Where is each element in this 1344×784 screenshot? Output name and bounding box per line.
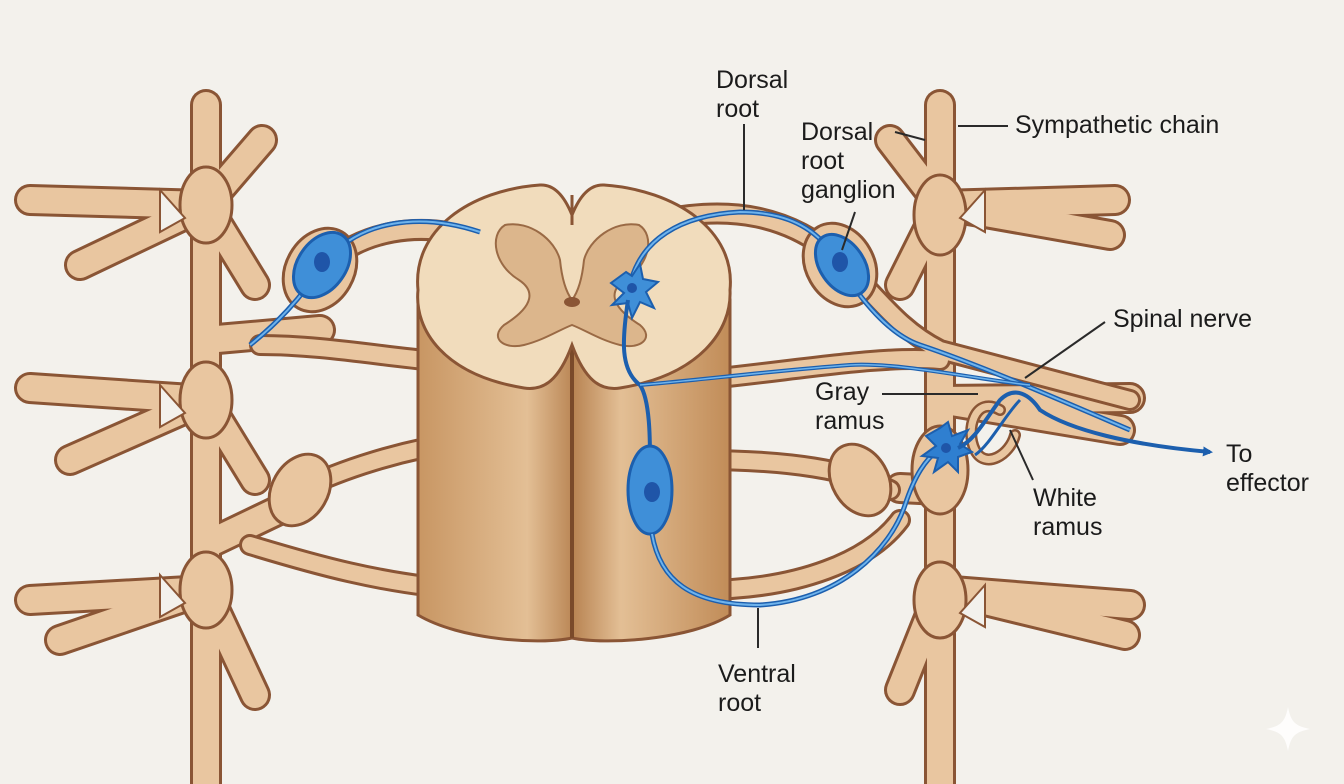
label-drg-line2: root: [801, 147, 845, 175]
label-to-effector-line1: To: [1226, 440, 1253, 468]
sensory-neuron-right: [627, 209, 1131, 433]
label-gray-ramus: Gray ramus: [815, 378, 884, 436]
leader-spinal-nerve: [1024, 321, 1106, 379]
label-ventral-root-line1: Ventral: [718, 660, 796, 688]
leader-lines: [743, 124, 1106, 648]
spinal-cord: [416, 183, 732, 643]
ganglion-neuron: [919, 390, 1213, 475]
label-to-effector: To effector: [1226, 440, 1309, 498]
leader-dorsal-root-ganglion-top: [894, 131, 926, 141]
label-sympathetic-chain: Sympathetic chain: [1015, 111, 1219, 140]
label-drg-line3: ganglion: [801, 176, 896, 204]
label-white-ramus: White ramus: [1033, 484, 1102, 542]
label-to-effector-line2: effector: [1226, 469, 1309, 497]
label-dorsal-root-ganglion: Dorsal root ganglion: [801, 118, 896, 205]
label-gray-ramus-line1: Gray: [815, 378, 870, 406]
leader-dorsal-root-ganglion: [841, 211, 856, 251]
label-dorsal-root-line2: root: [716, 95, 760, 123]
label-drg-line1: Dorsal: [801, 118, 874, 146]
label-ventral-root-line2: root: [718, 689, 762, 717]
sparkle-icon: [1266, 707, 1310, 751]
label-white-ramus-line2: ramus: [1033, 513, 1103, 541]
label-spinal-nerve-line1: Spinal nerve: [1113, 305, 1252, 333]
label-spinal-nerve: Spinal nerve: [1113, 305, 1252, 334]
label-gray-ramus-line2: ramus: [815, 407, 885, 435]
left-sympathetic-chain: [14, 89, 336, 784]
leader-white-ramus: [1009, 429, 1034, 481]
label-dorsal-root-line1: Dorsal: [716, 66, 789, 94]
preganglionic-neuron: [626, 444, 942, 608]
label-ventral-root: Ventral root: [718, 660, 796, 718]
sensory-neuron-left: [248, 219, 481, 347]
interneuron: [609, 261, 1031, 461]
label-dorsal-root: Dorsal root: [716, 66, 788, 124]
label-white-ramus-line1: White: [1033, 484, 1097, 512]
label-sympathetic-chain-line1: Sympathetic chain: [1015, 111, 1220, 139]
